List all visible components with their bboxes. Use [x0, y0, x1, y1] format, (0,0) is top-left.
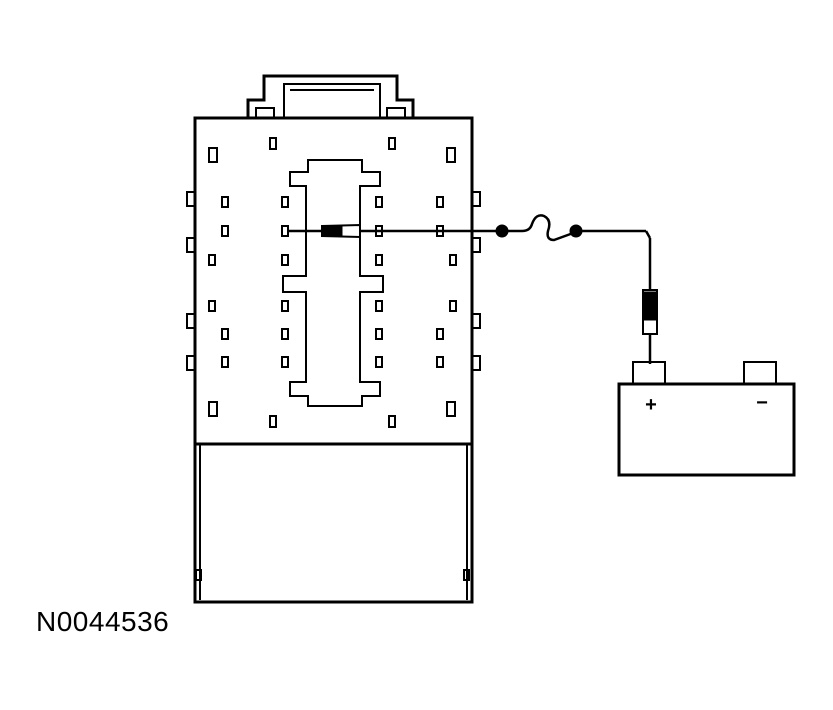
negative-terminal	[743, 361, 777, 385]
figure-id-label: N0044536	[36, 606, 170, 637]
fused-jumper-wire	[360, 214, 652, 290]
test-probe-connector	[288, 223, 361, 239]
module-housing	[186, 74, 481, 604]
battery-clamp	[642, 289, 658, 364]
connector-cavity	[282, 159, 384, 407]
battery: + −	[617, 361, 796, 477]
positive-terminal	[632, 361, 666, 385]
terminal-pins	[208, 137, 457, 428]
negative-label: −	[756, 392, 768, 414]
positive-label: +	[645, 394, 657, 416]
